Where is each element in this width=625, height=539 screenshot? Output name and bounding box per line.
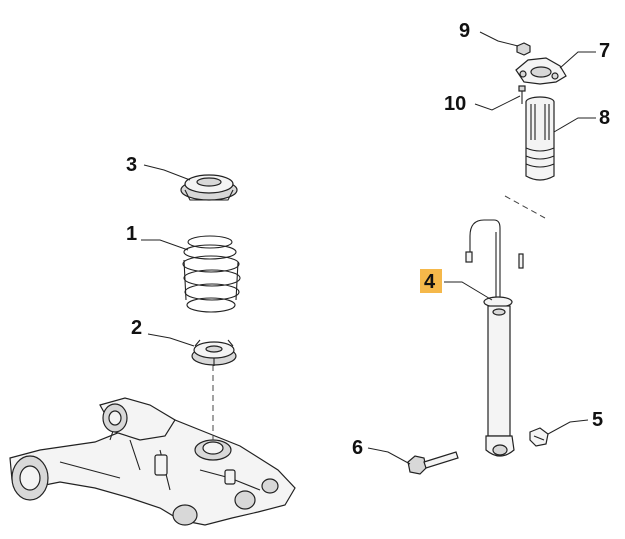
callout-10-leader bbox=[474, 95, 521, 111]
callout-group: 9 7 10 8 3 1 4 2 5 6 bbox=[126, 20, 610, 465]
upper-spring-seat bbox=[180, 174, 238, 201]
callout-10-label: 10 bbox=[444, 93, 466, 115]
lower-mount-bolt bbox=[407, 451, 459, 475]
callout-4-highlight bbox=[420, 269, 442, 293]
callout-9-label: 9 bbox=[459, 20, 470, 42]
lower-spring-seat bbox=[191, 339, 237, 366]
callout-2-label: 2 bbox=[131, 317, 142, 339]
callout-5-leader bbox=[547, 419, 589, 435]
callout-6-label: 6 bbox=[352, 437, 363, 459]
lower-mount-clip bbox=[529, 427, 549, 447]
upper-nut bbox=[516, 42, 531, 56]
callout-3-leader bbox=[143, 164, 191, 181]
upper-mount bbox=[515, 57, 567, 85]
callout-7-leader bbox=[559, 51, 596, 69]
callout-3-label: 3 bbox=[126, 154, 137, 176]
callout-9-leader bbox=[479, 31, 519, 47]
assembly-axis-right bbox=[504, 195, 546, 219]
rear-subframe bbox=[9, 397, 296, 526]
callout-1-leader bbox=[141, 239, 189, 251]
callout-4-label: 4 bbox=[424, 271, 436, 293]
dust-boot bbox=[525, 96, 555, 181]
callout-8-label: 8 bbox=[599, 107, 610, 129]
upper-bolt bbox=[518, 85, 526, 104]
callout-6-leader bbox=[367, 447, 411, 465]
callout-4-leader bbox=[444, 281, 493, 301]
callout-2-leader bbox=[147, 333, 195, 347]
callout-8-leader bbox=[553, 117, 596, 133]
callout-1-label: 1 bbox=[126, 223, 137, 245]
callout-7-label: 7 bbox=[599, 40, 610, 62]
callout-5-label: 5 bbox=[592, 409, 603, 431]
shock-absorber bbox=[465, 219, 524, 457]
coil-spring bbox=[182, 235, 241, 313]
